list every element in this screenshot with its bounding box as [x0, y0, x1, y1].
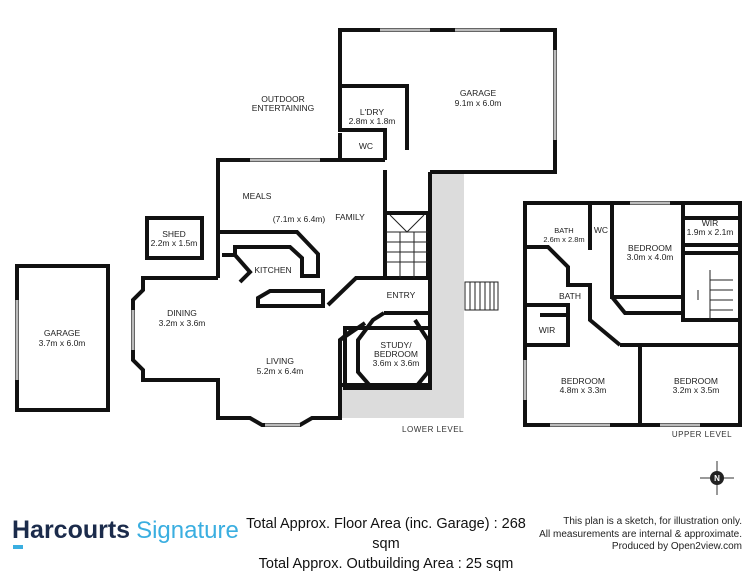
- family-label: FAMILY: [335, 212, 365, 222]
- outdoor-label-2: ENTERTAINING: [252, 103, 315, 113]
- living-label: LIVING: [266, 356, 294, 366]
- shed-size: 2.2m x 1.5m: [151, 238, 198, 248]
- outside-stairs: [464, 281, 499, 311]
- living-size: 5.2m x 6.4m: [257, 366, 304, 376]
- wc-upper-label: WC: [594, 225, 608, 235]
- bath-upper-label: BATH: [554, 226, 573, 235]
- bedroom2-size: 4.8m x 3.3m: [560, 385, 607, 395]
- bedroom1-size: 3.0m x 4.0m: [627, 252, 674, 262]
- meals-label: MEALS: [243, 191, 272, 201]
- disclaimer-line-3: Produced by Open2view.com: [611, 541, 742, 552]
- bath-upper-size: 2.6m x 2.8m: [543, 235, 584, 244]
- garage-detached-label: GARAGE: [44, 328, 81, 338]
- brand-sub: Signature: [136, 517, 239, 544]
- laundry-size: 2.8m x 1.8m: [349, 116, 396, 126]
- study-label-2: BEDROOM: [374, 349, 418, 359]
- bedroom1-label: BEDROOM: [628, 243, 672, 253]
- brand-main: Harcourts: [12, 516, 131, 544]
- shed-label: SHED: [162, 229, 186, 239]
- walkway: [340, 172, 464, 418]
- disclaimer-line-1: This plan is a sketch, for illustration …: [563, 516, 742, 527]
- wir1-label: WIR: [702, 218, 719, 228]
- compass-label: N: [714, 474, 720, 483]
- disclaimer-line-2: All measurements are internal & approxim…: [539, 528, 742, 540]
- upper-level-label: UPPER LEVEL: [672, 430, 732, 439]
- family-size: (7.1m x 6.4m): [273, 214, 326, 224]
- lower-stairs: [386, 214, 428, 278]
- bedroom3-label: BEDROOM: [674, 376, 718, 386]
- dining-label: DINING: [167, 308, 197, 318]
- windows: [15, 28, 557, 427]
- lower-level-label: LOWER LEVEL: [402, 425, 464, 434]
- bedroom3-size: 3.2m x 3.5m: [673, 385, 720, 395]
- disclaimer: This plan is a sketch, for illustration …: [539, 516, 742, 554]
- wc-lower-label: WC: [359, 141, 373, 151]
- brand-bar: [13, 545, 23, 549]
- upper-stairs: [697, 270, 733, 320]
- garage-main-label: GARAGE: [460, 88, 497, 98]
- outdoor-label-1: OUTDOOR: [261, 94, 304, 104]
- garage-detached-size: 3.7m x 6.0m: [39, 338, 86, 348]
- dining-size: 3.2m x 3.6m: [159, 318, 206, 328]
- entry-label: ENTRY: [387, 290, 416, 300]
- garage-main-size: 9.1m x 6.0m: [455, 98, 502, 108]
- wir1-size: 1.9m x 2.1m: [687, 227, 734, 237]
- compass-icon: N: [700, 461, 734, 495]
- study-label-1: STUDY/: [380, 340, 412, 350]
- laundry-label: L'DRY: [360, 107, 384, 117]
- kitchen-label: KITCHEN: [254, 265, 291, 275]
- floor-area: Total Approx. Floor Area (inc. Garage) :…: [246, 516, 526, 552]
- area-totals: Total Approx. Floor Area (inc. Garage) :…: [236, 514, 536, 574]
- upper-windows: [523, 201, 700, 427]
- outbuilding-area: Total Approx. Outbuilding Area : 25 sqm: [258, 556, 514, 572]
- ensuite-label: BATH: [559, 291, 581, 301]
- study-size: 3.6m x 3.6m: [373, 358, 420, 368]
- wir2-label: WIR: [539, 325, 556, 335]
- bedroom2-label: BEDROOM: [561, 376, 605, 386]
